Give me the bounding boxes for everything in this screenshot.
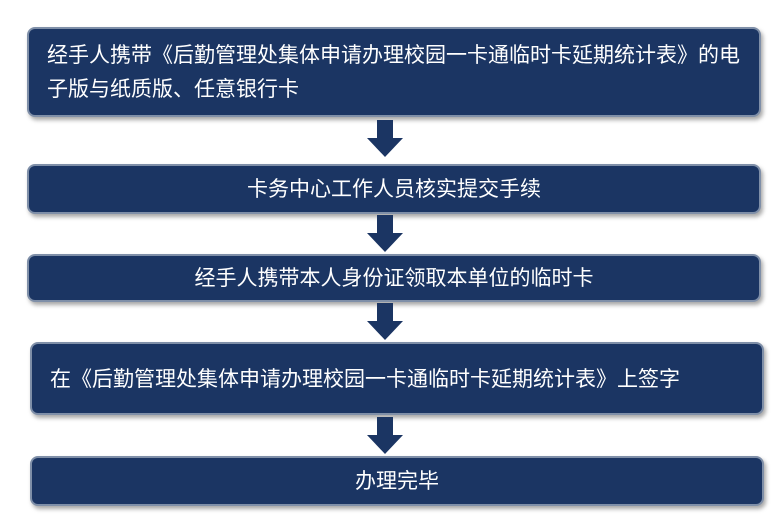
down-arrow-icon [367,417,403,454]
flow-step-3: 经手人携带本人身份证领取本单位的临时卡 [27,254,761,302]
flow-step-1: 经手人携带《后勤管理处集体申请办理校园一卡通临时卡延期统计表》的电子版与纸质版、… [27,27,761,117]
down-arrow-icon [367,303,403,340]
flow-step-2: 卡务中心工作人员核实提交手续 [27,164,761,214]
flow-step-2-text: 卡务中心工作人员核实提交手续 [247,177,541,201]
flow-step-3-text: 经手人携带本人身份证领取本单位的临时卡 [194,266,594,290]
flow-step-4-text: 在《后勤管理处集体申请办理校园一卡通临时卡延期统计表》上签字 [50,366,680,391]
down-arrow-icon [367,120,403,157]
down-arrow-icon [367,215,403,252]
flow-step-5-text: 办理完毕 [355,469,439,493]
flow-step-1-text: 经手人携带《后勤管理处集体申请办理校园一卡通临时卡延期统计表》的电子版与纸质版、… [47,43,740,101]
flow-step-4: 在《后勤管理处集体申请办理校园一卡通临时卡延期统计表》上签字 [30,342,764,415]
flow-step-5: 办理完毕 [30,456,764,506]
